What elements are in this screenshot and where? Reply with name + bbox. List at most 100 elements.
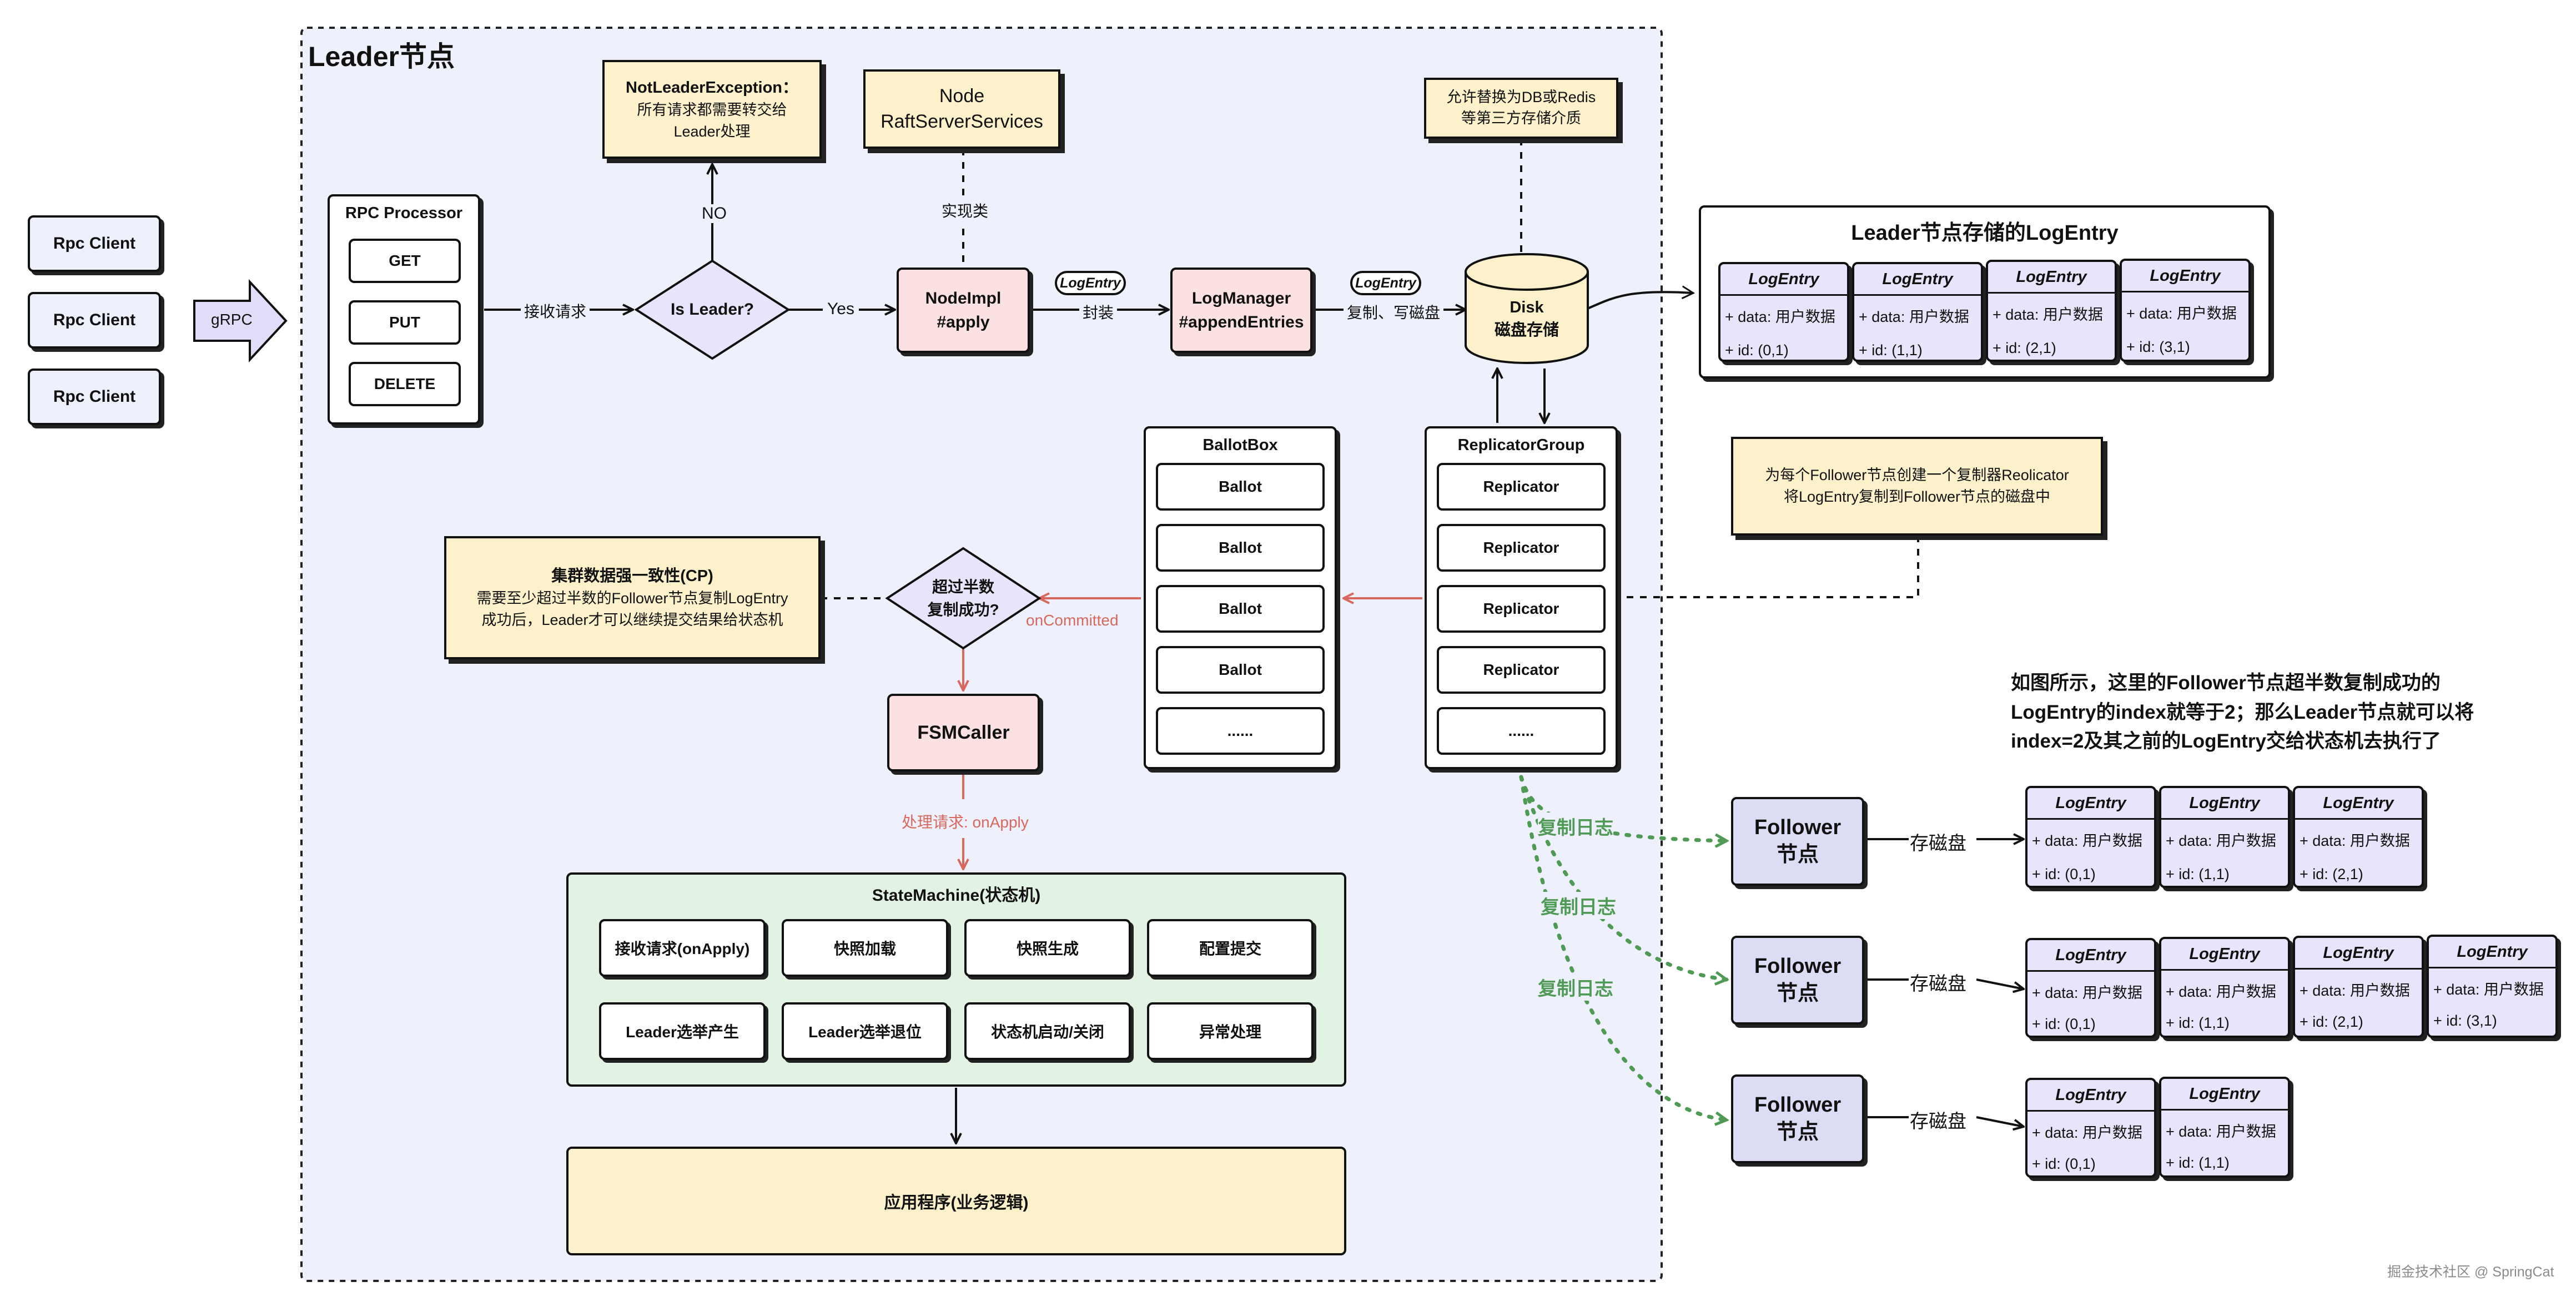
fsmcaller-box: FSMCaller [887,694,1040,771]
logentry-id: + id: (2,1) [2300,866,2363,882]
explanation-line: LogEntry的index就等于2；那么Leader节点就可以将 [2011,701,2474,723]
store-label: 存磁盘 [1910,973,1966,995]
logentry-id: + id: (0,1) [2032,1155,2096,1172]
logentry-header: LogEntry [2161,788,2288,820]
logmanager-box: LogManager #appendEntries [1170,268,1312,353]
edge-no-label: NO [698,204,730,223]
logentry-id: + id: (1,1) [2166,1015,2230,1031]
replicator-group: ReplicatorGroup Replicator Replicator Re… [1425,426,1618,769]
logentry-header: LogEntry [2027,788,2154,820]
logentry-id: + id: (3,1) [2433,1012,2497,1029]
logentry-id: + id: (3,1) [2126,339,2190,355]
replicator-group-title: ReplicatorGroup [1457,436,1585,454]
logentry-id: + id: (0,1) [2032,1016,2096,1032]
disk-line2: 磁盘存储 [1494,321,1559,339]
logentry-data: + data: 用户数据 [2032,985,2142,1001]
logentry-data: + data: 用户数据 [1725,309,1835,325]
follower-node: Follower 节点 [1731,797,1864,886]
leader-storage-title: Leader节点存储的LogEntry [1851,221,2119,245]
leader-logentry: LogEntry + data: 用户数据 + id: (1,1) [1852,262,1983,362]
disk-label: Disk 磁盘存储 [1466,294,1588,344]
rpc-processor-title: RPC Processor [345,204,463,222]
put-button: PUT [349,300,461,345]
follower-line2: 节点 [1776,982,1819,1005]
leader-title: Leader节点 [308,41,455,72]
replicator-item: Replicator [1437,585,1606,633]
not-leader-line1: 所有请求都需要转交给 [637,101,787,118]
sm-item: 快照加载 [782,919,948,977]
node-services-line1: Node [939,85,985,107]
store-label: 存磁盘 [1910,833,1966,854]
cp-note-line1: 需要至少超过半数的Follower节点复制LogEntry [476,589,788,607]
ballot-item: Ballot [1156,585,1325,633]
logentry-id: + id: (1,1) [2166,1154,2230,1171]
store-label: 存磁盘 [1910,1111,1966,1132]
node-services-note: Node RaftServerServices [863,69,1060,149]
logentry-id: + id: (2,1) [1993,340,2056,356]
ballot-item: Ballot [1156,646,1325,694]
logentry-pill-2: LogEntry [1350,271,1421,295]
explanation-line: 如图所示，这里的Follower节点超半数复制成功的 [2011,672,2441,694]
sm-item: 快照生成 [964,919,1131,977]
logentry-header: LogEntry [1988,262,2115,294]
replicator-item: Replicator [1437,463,1606,511]
ballot-item: ...... [1156,707,1325,755]
state-machine: StateMachine(状态机) 接收请求(onApply) 快照加载 快照生… [566,872,1346,1087]
logentry-data: + data: 用户数据 [1859,309,1969,325]
ballot-item: Ballot [1156,524,1325,572]
logentry-header: LogEntry [2122,261,2248,292]
nodeimpl-line1: NodeImpl [925,289,1002,307]
explanation-text: 如图所示，这里的Follower节点超半数复制成功的 LogEntry的inde… [2011,669,2474,756]
rpc-client: Rpc Client [28,215,161,272]
not-leader-title: NotLeaderException： [626,78,798,97]
sm-item: Leader选举退位 [782,1002,948,1060]
follower-logentry: LogEntry+ data: 用户数据+ id: (1,1) [2159,786,2290,888]
replicate-log-label: 复制日志 [1538,973,1613,1001]
cp-note: 集群数据强一致性(CP) 需要至少超过半数的Follower节点复制LogEnt… [444,536,821,659]
edge-receive-label: 接收请求 [521,300,590,322]
replicator-item: Replicator [1437,646,1606,694]
logentry-header: LogEntry [2027,1080,2154,1112]
sm-item: 配置提交 [1147,919,1314,977]
replicate-log-label: 复制日志 [1541,892,1616,919]
not-leader-note: NotLeaderException： 所有请求都需要转交给 Leader处理 [602,60,822,159]
logentry-data: + data: 用户数据 [2126,305,2237,322]
logentry-header: LogEntry [1854,264,1981,296]
logentry-header: LogEntry [2027,940,2154,972]
follower-logentry: LogEntry + data: 用户数据 + id: (0,1) [2025,938,2156,1038]
nodeimpl-line2: #apply [937,313,990,331]
follower-logentry: LogEntry+ data: 用户数据+ id: (0,1) [2025,1078,2156,1178]
rpc-processor: RPC Processor GET PUT DELETE [328,194,480,425]
logentry-header: LogEntry [2161,1079,2288,1111]
follower-logentry: LogEntry+ data: 用户数据+ id: (0,1) [2025,786,2156,888]
is-leader-diamond [634,259,791,360]
sm-item: 异常处理 [1147,1002,1314,1060]
sm-item: 接收请求(onApply) [599,919,766,977]
follower-line2: 节点 [1776,843,1819,866]
disk-cylinder [1465,253,1589,364]
replicator-note-line1: 为每个Follower节点创建一个复制器Reolicator [1765,466,2069,483]
logentry-id: + id: (1,1) [1859,342,1923,359]
delete-button: DELETE [349,362,461,406]
follower-logentry: LogEntry+ data: 用户数据+ id: (1,1) [2159,1077,2290,1178]
follower-line1: Follower [1754,815,1842,839]
logentry-data: + data: 用户数据 [2032,832,2142,849]
grpc-arrow [193,279,288,363]
logentry-pill-1: LogEntry [1055,271,1126,295]
explanation-line: index=2及其之前的LogEntry交给状态机去执行了 [2011,730,2441,752]
majority-line2: 复制成功? [927,601,999,618]
majority-label: 超过半数 复制成功? [910,575,1016,623]
application-box: 应用程序(业务逻辑) [566,1147,1346,1255]
state-machine-title: StateMachine(状态机) [872,886,1041,905]
logentry-data: + data: 用户数据 [2433,981,2544,998]
replicator-item: ...... [1437,707,1606,755]
nodeimpl-box: NodeImpl #apply [897,268,1030,353]
follower-line1: Follower [1754,1093,1842,1117]
logentry-data: + data: 用户数据 [1993,306,2103,323]
logentry-id: + id: (1,1) [2166,866,2230,882]
disk-note-line1: 允许替换为DB或Redis [1446,89,1596,106]
disk-note: 允许替换为DB或Redis 等第三方存储介质 [1424,78,1618,139]
edge-encap-label: 封装 [1079,301,1118,323]
